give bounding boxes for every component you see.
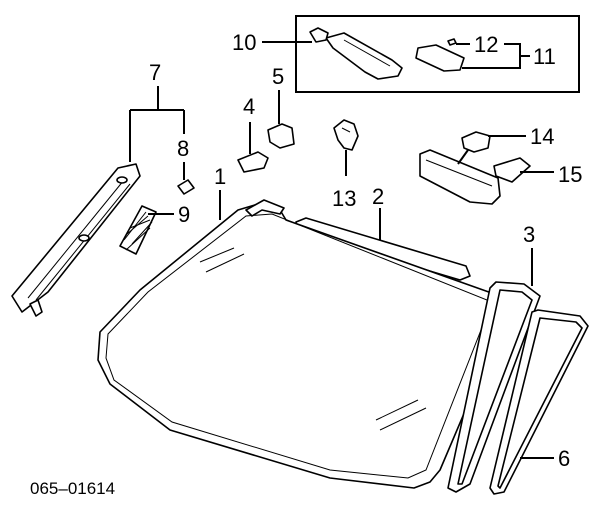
windshield-glass-part xyxy=(97,199,509,489)
bracket-5-part xyxy=(267,123,295,149)
callout-5: 5 xyxy=(272,64,284,89)
callout-9: 9 xyxy=(178,202,190,227)
callout-3: 3 xyxy=(523,222,535,247)
leader-7 xyxy=(129,86,185,162)
diagram-code: 065–01614 xyxy=(30,479,115,498)
callout-14: 14 xyxy=(530,124,554,149)
rear-view-mirror-part xyxy=(419,131,531,205)
bracket-4-part xyxy=(237,151,269,173)
pillar-garnish-part xyxy=(11,163,141,317)
callout-15: 15 xyxy=(558,162,582,187)
leader-12-11 xyxy=(456,43,530,69)
callout-1: 1 xyxy=(214,164,226,189)
sun-visor-part xyxy=(309,27,403,80)
callout-7: 7 xyxy=(149,60,161,85)
callout-11: 11 xyxy=(533,44,556,69)
callout-12: 12 xyxy=(474,32,498,57)
mirror-mount-part xyxy=(333,119,359,151)
callout-4: 4 xyxy=(243,94,255,119)
sun-visor-inset-box xyxy=(295,15,580,93)
callout-13: 13 xyxy=(332,186,356,211)
callout-8: 8 xyxy=(177,136,189,161)
lower-trim-part xyxy=(489,309,589,495)
callout-10: 10 xyxy=(232,30,256,55)
pillar-clip-part xyxy=(177,179,195,195)
callout-2: 2 xyxy=(372,184,384,209)
callout-6: 6 xyxy=(558,446,570,471)
spacer-coil-part xyxy=(119,205,157,255)
side-molding-part xyxy=(447,281,541,493)
